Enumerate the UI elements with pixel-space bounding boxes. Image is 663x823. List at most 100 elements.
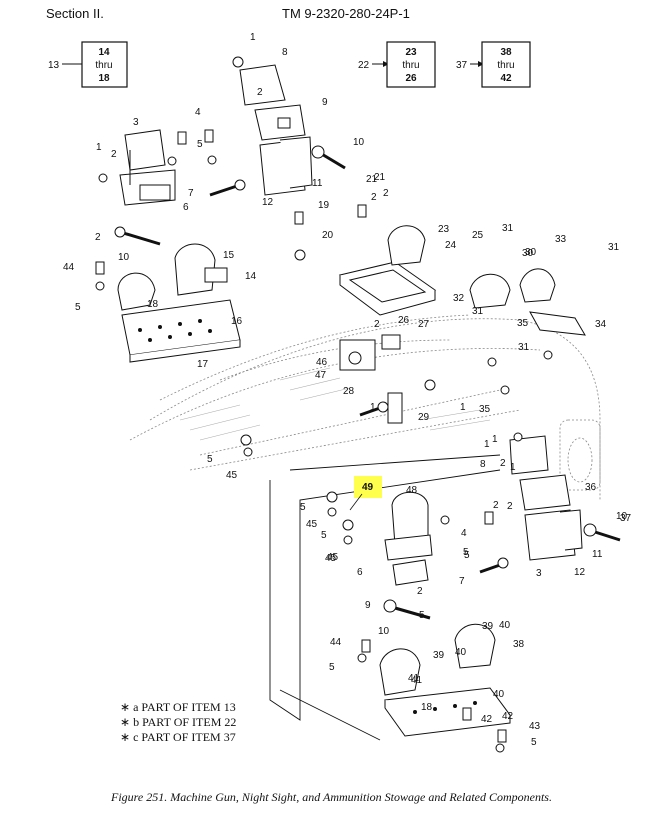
callout-27-24: 27 xyxy=(418,319,430,330)
callout-2-79: 2 xyxy=(493,500,499,511)
callout-5-61: 5 xyxy=(207,454,213,465)
callout-21-68: 21 xyxy=(374,172,386,183)
gun-cradle-assembly xyxy=(239,64,313,196)
callout-2-57: 2 xyxy=(95,232,101,243)
callout-43-39: 43 xyxy=(529,721,541,732)
gun-mount-assembly-left xyxy=(117,129,241,363)
ref-box-22-line2: thru xyxy=(402,60,419,71)
callout-39-35: 39 xyxy=(433,650,445,661)
ref-box-13: 13 14 thru 18 xyxy=(48,41,128,88)
ref-box-37: 37 38 thru 42 xyxy=(456,41,531,88)
callout-2-1: 2 xyxy=(257,87,263,98)
callout-32-29: 32 xyxy=(453,293,465,304)
callout-31-76: 31 xyxy=(518,342,530,353)
callout-3-2: 3 xyxy=(133,117,139,128)
callout-12-55: 12 xyxy=(574,567,586,578)
ref-box-37-line2: thru xyxy=(497,60,514,71)
callout-45-64: 45 xyxy=(306,519,318,530)
callout-24-21: 24 xyxy=(445,240,457,251)
callout-26-23: 26 xyxy=(398,315,410,326)
ref-box-13-line1: 14 xyxy=(98,47,110,58)
ref-box-22-line3: 26 xyxy=(405,73,417,84)
callout-18-56: 18 xyxy=(421,702,433,713)
ref-box-13-line3: 18 xyxy=(98,73,110,84)
ammo-bracket-center xyxy=(384,491,433,586)
callout-12-11: 12 xyxy=(262,197,274,208)
callout-5-94: 5 xyxy=(329,662,335,673)
ref-box-22-pointer: 22 xyxy=(358,60,370,71)
bolts xyxy=(95,129,621,743)
callout-47-43: 47 xyxy=(315,370,327,381)
callout-1-45: 1 xyxy=(484,439,490,450)
callout-40-91: 40 xyxy=(499,620,511,631)
callout-44-60: 44 xyxy=(63,262,75,273)
vehicle-hull-outline xyxy=(129,314,601,500)
callout-1-84: 1 xyxy=(460,402,466,413)
ref-box-22-line1: 23 xyxy=(405,47,417,58)
callout-18-16: 18 xyxy=(147,299,159,310)
callout-45-66: 45 xyxy=(327,552,339,563)
callout-20-18: 20 xyxy=(322,230,334,241)
callout-40-36: 40 xyxy=(493,689,505,700)
callout-49-highlighted: 49 xyxy=(362,482,374,493)
callout-5-95: 5 xyxy=(531,737,537,748)
callout-7-6: 7 xyxy=(188,188,194,199)
callout-2-71: 2 xyxy=(111,149,117,160)
callout-42-38: 42 xyxy=(502,711,514,722)
ref-box-37-pointer: 37 xyxy=(456,60,468,71)
callout-8-52: 8 xyxy=(480,459,486,470)
callout-2-87: 2 xyxy=(500,458,506,469)
callout-1-0: 1 xyxy=(250,32,256,43)
callout-1-85: 1 xyxy=(510,462,516,473)
callout-6-50: 6 xyxy=(357,567,363,578)
callout-10-58: 10 xyxy=(118,252,130,263)
callout-5-59: 5 xyxy=(75,302,81,313)
callout-41-93: 41 xyxy=(411,675,423,686)
callout-17-15: 17 xyxy=(197,359,209,370)
ref-box-37-line1: 38 xyxy=(500,47,512,58)
callout-5-65: 5 xyxy=(321,530,327,541)
callout-2-89: 2 xyxy=(417,586,423,597)
callout-29-26: 29 xyxy=(418,412,430,423)
callout-10-81: 10 xyxy=(616,511,628,522)
ref-box-37-line3: 42 xyxy=(500,73,512,84)
callout-1-86: 1 xyxy=(370,402,376,413)
washers xyxy=(95,56,553,753)
callout-48-44: 48 xyxy=(406,485,418,496)
callout-30-27: 30 xyxy=(522,248,534,259)
callout-37-80: 37 xyxy=(620,513,632,524)
callout-6-5: 6 xyxy=(183,202,189,213)
callout-10-54: 10 xyxy=(378,626,390,637)
callout-9-8: 9 xyxy=(322,97,328,108)
callout-2-69: 2 xyxy=(383,188,389,199)
section-label: Section II. xyxy=(46,6,104,21)
callout-14-12: 14 xyxy=(245,271,257,282)
callout-36-33: 36 xyxy=(585,482,597,493)
callout-15-13: 15 xyxy=(223,250,235,261)
callout-31-75: 31 xyxy=(472,306,484,317)
callout-8-7: 8 xyxy=(282,47,288,58)
ref-box-13-line2: thru xyxy=(95,60,112,71)
callout-44-40: 44 xyxy=(330,637,342,648)
lower-right-mount xyxy=(509,435,583,561)
callout-33-30: 33 xyxy=(555,234,567,245)
callout-3-47: 3 xyxy=(536,568,542,579)
callout-16-14: 16 xyxy=(231,316,243,327)
center-mount xyxy=(339,334,403,424)
callout-39-90: 39 xyxy=(482,621,494,632)
callout-2-77: 2 xyxy=(374,319,380,330)
callout-4-3: 4 xyxy=(195,107,201,118)
callout-1-70: 1 xyxy=(96,142,102,153)
callout-34-31: 34 xyxy=(595,319,607,330)
tm-number: TM 9-2320-280-24P-1 xyxy=(282,6,410,21)
callout-7-51: 7 xyxy=(459,576,465,587)
callout-9-53: 9 xyxy=(365,600,371,611)
callout-19-17: 19 xyxy=(318,200,330,211)
callout-35-74: 35 xyxy=(517,318,529,329)
legend-item-a: ∗ a PART OF ITEM 13 xyxy=(120,700,236,714)
callout-31-73: 31 xyxy=(608,242,620,253)
callout-30-72: 30 xyxy=(525,247,537,258)
callout-38-34: 38 xyxy=(513,639,525,650)
